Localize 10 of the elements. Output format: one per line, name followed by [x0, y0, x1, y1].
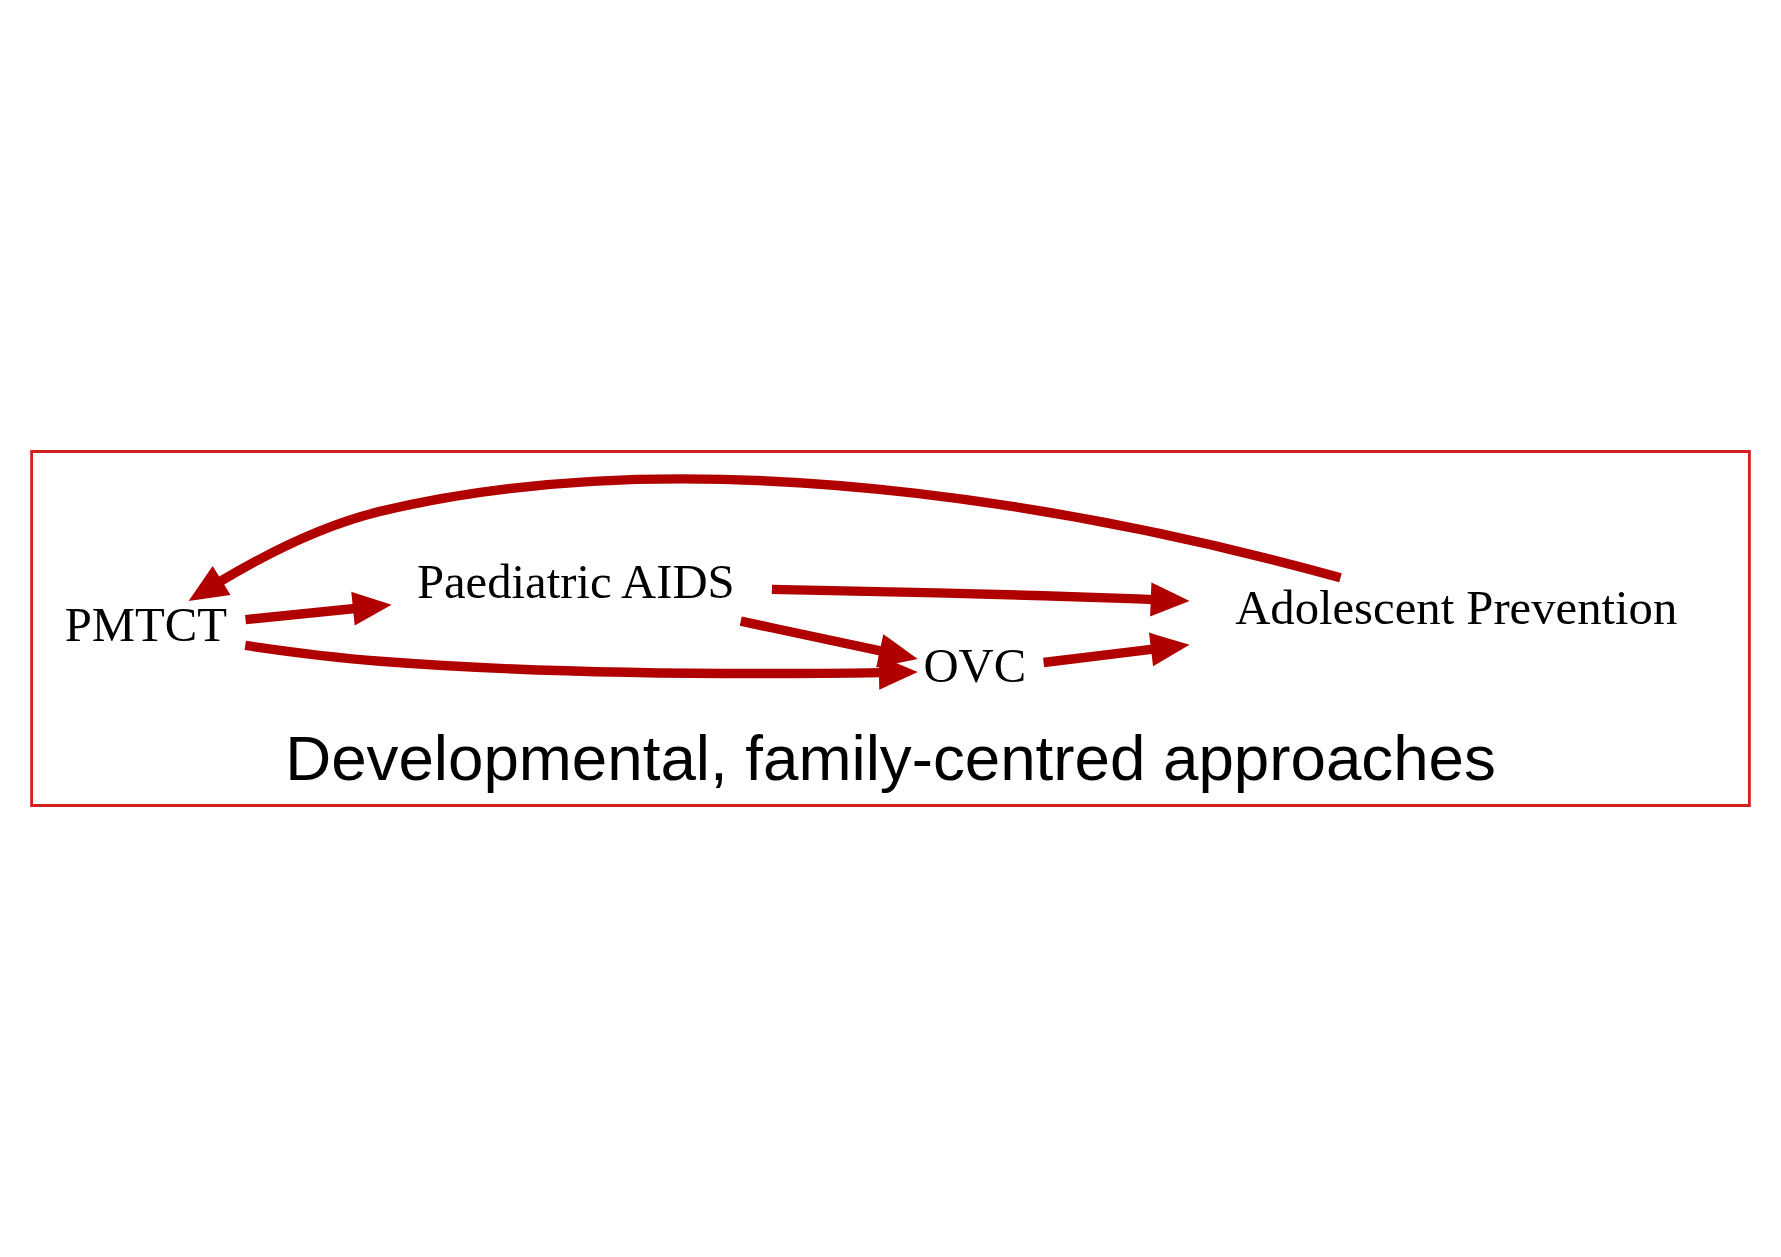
- node-text: Adolescent Prevention: [1235, 581, 1678, 636]
- arrow: [1043, 632, 1190, 668]
- arrow: [739, 616, 918, 668]
- arrow: [244, 640, 918, 690]
- arrow: [245, 591, 392, 626]
- node-text: PMTCT: [64, 598, 228, 653]
- arrow: [188, 474, 1342, 601]
- arrow: [771, 582, 1190, 617]
- node-text: Paediatric AIDS: [416, 555, 735, 610]
- node-text: OVC: [923, 639, 1027, 694]
